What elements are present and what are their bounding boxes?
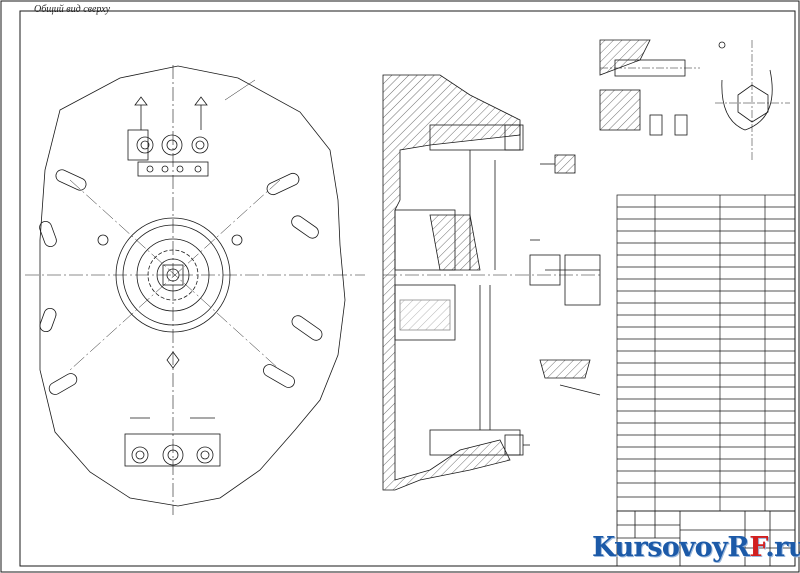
watermark-logo: KursovoyRF.ru	[592, 532, 800, 570]
slot	[263, 364, 295, 388]
hub-ring-5	[156, 258, 190, 292]
hub-ring-3	[136, 238, 210, 312]
slot	[266, 172, 300, 196]
upper-clamp-assembly	[127, 96, 209, 177]
wedge-part	[429, 214, 481, 271]
top-view-disc	[25, 65, 365, 515]
upper-bolt	[429, 124, 521, 151]
slot	[291, 315, 323, 341]
bolt-hole-left	[97, 234, 109, 246]
lower-clamp-assembly	[124, 417, 221, 467]
parts-list-table	[616, 194, 796, 512]
lower-block	[394, 284, 456, 341]
slot	[48, 373, 78, 395]
section-view	[382, 74, 601, 491]
detail-a	[599, 39, 651, 76]
hub-ring-2	[122, 224, 224, 326]
lower-bolt	[429, 429, 521, 456]
watermark-prefix: KursovoyR	[592, 532, 750, 563]
disc-outline	[39, 65, 346, 507]
watermark-accent: F	[749, 532, 766, 563]
slot	[55, 169, 87, 191]
detail-b-hexagon	[737, 84, 769, 123]
hub-square-bore	[162, 264, 184, 286]
title-block	[616, 510, 796, 567]
hatched-plate	[382, 74, 521, 491]
center-mark	[166, 351, 180, 369]
view-label: Общий вид сверху	[34, 4, 111, 15]
hub-bore	[166, 268, 180, 282]
slot	[39, 307, 57, 333]
slot	[291, 215, 319, 239]
watermark-suffix: .ru	[765, 532, 800, 563]
hub-ring-4	[147, 249, 199, 301]
detail-views	[599, 39, 790, 160]
radial-slots	[39, 169, 323, 395]
diagonal-centerline-2	[69, 179, 281, 371]
bolt-hole-right	[231, 234, 243, 246]
slot	[39, 221, 57, 247]
hub-outer-ring	[115, 217, 231, 333]
